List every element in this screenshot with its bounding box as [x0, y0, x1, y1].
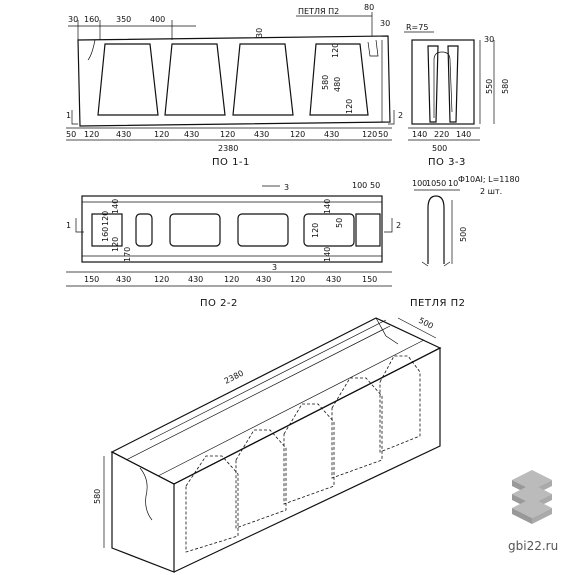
- s22-right-4: 50: [335, 218, 344, 228]
- s22-left-1: 120: [101, 211, 110, 226]
- s22-bot-6: 120: [290, 275, 305, 284]
- s22-mark-3-top: 3: [284, 183, 289, 192]
- s22-right-2: 140: [323, 199, 332, 214]
- s11-dim-bot-0: 50: [66, 130, 76, 139]
- p2-qty: 2 шт.: [480, 187, 502, 196]
- s11-dim-bot-4: 430: [184, 130, 199, 139]
- s22-mark-1: 1: [66, 221, 71, 230]
- s22-right-5: 140: [323, 247, 332, 262]
- p2-dim-4: 500: [459, 227, 468, 242]
- s33-dim-6: 500: [432, 144, 447, 153]
- s33-dim-5: 140: [456, 130, 471, 139]
- p2-dim-0: 100: [412, 179, 427, 188]
- s11-dim-right-1: 30: [380, 19, 390, 28]
- s11-dim-right-4: 480: [333, 77, 342, 92]
- p2-dim-1: 10: [426, 179, 436, 188]
- s33-dim-0: 30: [484, 35, 494, 44]
- s33-caption: ПО 3-3: [428, 157, 466, 168]
- s33-dim-4: 220: [434, 130, 449, 139]
- p2-dim-3: 10: [448, 179, 458, 188]
- s22-left-3: 120: [111, 237, 120, 252]
- s22-right-0: 100: [352, 181, 367, 190]
- iso-length: 2380: [223, 369, 245, 386]
- s11-dim-bot-2: 430: [116, 130, 131, 139]
- p2-caption: ПЕТЛЯ П2: [410, 298, 465, 309]
- s11-dim-right-5: 120: [345, 99, 354, 114]
- s33-dim-3: 140: [412, 130, 427, 139]
- s22-bot-3: 430: [188, 275, 203, 284]
- watermark-text: gbi22.ru: [508, 539, 558, 553]
- s11-dim-right-2: 120: [331, 43, 340, 58]
- s33-radius: R=75: [406, 23, 428, 32]
- s22-right-1: 50: [370, 181, 380, 190]
- s11-dim-30: 30: [255, 28, 264, 38]
- iso-height: 580: [93, 489, 102, 504]
- s11-dim-bot-1: 120: [84, 130, 99, 139]
- s22-bot-2: 120: [154, 275, 169, 284]
- iso-width: 500: [417, 316, 435, 331]
- s33-dim-1: 550: [485, 79, 494, 94]
- s22-right-3: 120: [311, 223, 320, 238]
- s22-mark-3-bot: 3: [272, 263, 277, 272]
- s11-dim-top-3: 400: [150, 15, 165, 24]
- s11-total: 2380: [218, 144, 238, 153]
- s11-caption: ПО 1-1: [212, 157, 250, 168]
- s11-dim-bot-9: 120: [362, 130, 377, 139]
- s11-mark-2: 2: [398, 111, 403, 120]
- s11-dim-right-0: 80: [364, 3, 374, 12]
- isometric-view: 2380 500 580: [93, 316, 442, 573]
- s33-dim-2: 580: [501, 79, 510, 94]
- s11-dim-top-1: 160: [84, 15, 99, 24]
- s22-left-2: 160: [101, 227, 110, 242]
- s11-dim-bot-5: 120: [220, 130, 235, 139]
- s11-dim-bot-10: 50: [378, 130, 388, 139]
- section-3-3: R=75 30 550 580 140 220 140 500 ПО 3-3: [404, 23, 510, 168]
- s22-bot-8: 150: [362, 275, 377, 284]
- s11-dim-bot-7: 120: [290, 130, 305, 139]
- s22-bot-5: 430: [256, 275, 271, 284]
- s22-bot-4: 120: [224, 275, 239, 284]
- s11-dim-top-2: 350: [116, 15, 131, 24]
- s22-caption: ПО 2-2: [200, 298, 238, 309]
- p2-spec: Ф10АI; L=1180: [458, 175, 520, 184]
- s11-mark-1: 1: [66, 111, 71, 120]
- s11-dim-bot-8: 430: [324, 130, 339, 139]
- s11-loop-label: ПЕТЛЯ П2: [298, 7, 339, 16]
- loop-p2-detail: 100 10 50 10 500 Ф10АI; L=1180 2 шт. ПЕТ…: [410, 175, 520, 309]
- s11-dim-bot-6: 430: [254, 130, 269, 139]
- s22-bot-0: 150: [84, 275, 99, 284]
- s22-mark-2: 2: [396, 221, 401, 230]
- s11-dim-bot-3: 120: [154, 130, 169, 139]
- s22-bot-1: 430: [116, 275, 131, 284]
- s22-left-0: 140: [111, 199, 120, 214]
- s22-left-4: 170: [123, 247, 132, 262]
- watermark-logo: [512, 470, 552, 524]
- s11-dim-right-3: 580: [321, 75, 330, 90]
- s22-bot-7: 430: [326, 275, 341, 284]
- section-1-1: 30 160 350 400 ПЕТЛЯ П2 80 30 120 580 48…: [66, 3, 403, 168]
- p2-dim-2: 50: [436, 179, 446, 188]
- section-2-2: 3 3 1 2 140 120 160 120 170 100 50 140 1…: [66, 181, 401, 309]
- s11-dim-top-0: 30: [68, 15, 78, 24]
